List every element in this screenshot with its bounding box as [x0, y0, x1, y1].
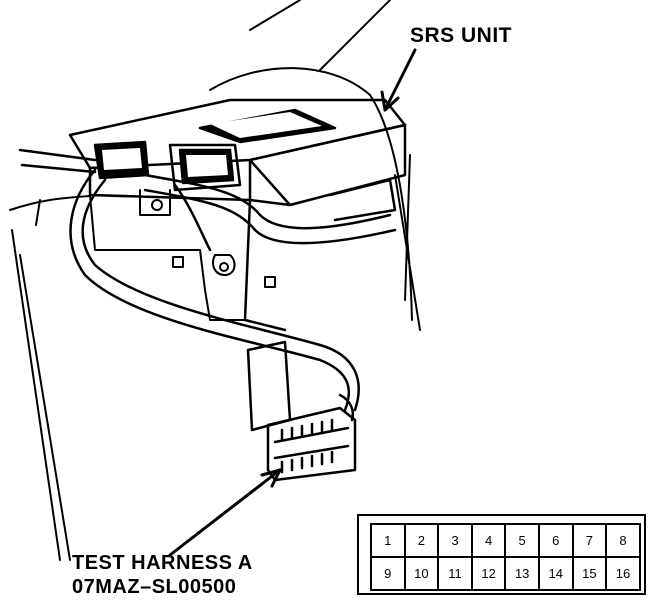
pin-cell: 10 [403, 556, 440, 591]
callout-arrows [168, 48, 417, 557]
unit-connectors [93, 140, 242, 192]
pin-cell: 11 [437, 556, 473, 591]
pin-cell: 16 [605, 556, 641, 591]
pin-cell: 2 [403, 523, 440, 558]
wire-harness [18, 148, 397, 412]
pin-cell: 15 [571, 556, 608, 591]
mounting-bracket [89, 189, 276, 321]
pin-cell: 5 [504, 523, 540, 558]
pin-cell: 6 [537, 523, 574, 558]
srs-unit-label: SRS UNIT [410, 24, 513, 47]
pin-cell: 13 [504, 556, 540, 591]
pin-cell: 12 [470, 556, 507, 591]
vehicle-body-outline [9, 0, 421, 561]
srs-unit-box [68, 98, 407, 332]
pin-cell: 8 [605, 523, 641, 558]
test-harness-connector [246, 340, 357, 482]
test-harness-name-label: TEST HARNESS A [72, 552, 253, 574]
pin-cell: 9 [370, 556, 406, 591]
pin-cell: 14 [537, 556, 574, 591]
pin-cell: 1 [370, 523, 406, 558]
test-harness-part-number: 07MAZ–SL00500 [72, 576, 237, 598]
pin-grid-frame [357, 514, 646, 595]
pin-cell: 3 [437, 523, 473, 558]
pin-cell: 7 [571, 523, 608, 558]
pin-cell: 4 [470, 523, 507, 558]
